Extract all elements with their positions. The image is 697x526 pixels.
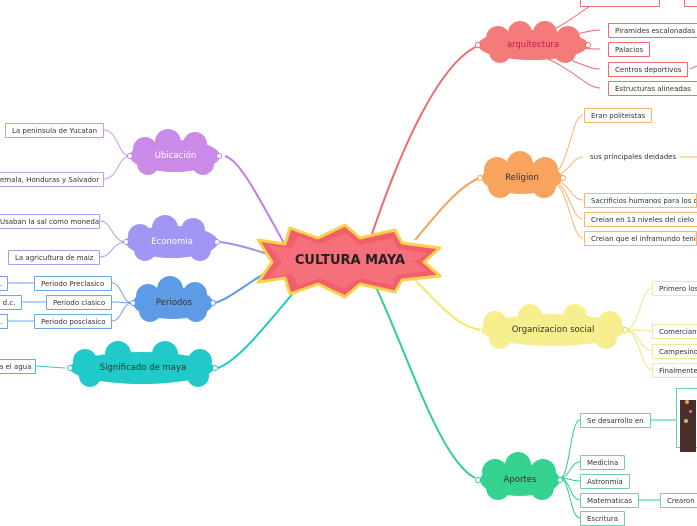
list-item[interactable]: Periodo posclasico (34, 314, 112, 329)
bubble-arquitectura[interactable] (478, 21, 588, 63)
central-node[interactable] (256, 223, 442, 299)
branch-label-ubicacion: Ubicación (154, 151, 197, 161)
image-thumbnail[interactable] (676, 388, 697, 452)
list-item[interactable]: La peninsula de Yucatan (5, 123, 104, 138)
connector-religion (414, 177, 481, 241)
list-item[interactable]: Crearon (660, 493, 697, 508)
list-item[interactable]: Astronmia (580, 474, 630, 489)
connector-significado (217, 284, 301, 369)
branch-label-aportes: Aportes (503, 475, 537, 485)
list-item[interactable]: Comerciant (652, 324, 697, 339)
list-item[interactable]: Estructuras alineadas (608, 81, 697, 96)
bubble-economia[interactable] (126, 215, 218, 261)
branch-label-significado: Significado de maya (99, 363, 187, 373)
connector-aportes (374, 284, 476, 479)
central-title: CULTURA MAYA (294, 253, 406, 268)
connector-arquitectura (369, 44, 481, 241)
leaf-arquitectura-top-a[interactable] (580, 0, 660, 7)
bubble-aportes[interactable] (480, 452, 560, 500)
list-item[interactable]: ja el agua (0, 359, 36, 374)
list-item[interactable]: sus principales deidades (590, 153, 677, 161)
list-item[interactable]: Se desarrollo en (580, 413, 651, 428)
branch-label-periodos: Periodos (155, 298, 193, 308)
list-item[interactable]: emala, Honduras y Salvador (0, 172, 104, 187)
branch-label-organizacion: Organizacion social (511, 325, 595, 335)
list-item[interactable]: Escritura (580, 511, 626, 526)
branch-label-economia: Economia (151, 237, 193, 247)
list-item[interactable]: La agricultura de maiz (8, 250, 100, 265)
list-item[interactable]: Periodo clasico (46, 295, 112, 310)
bubble-organizacion[interactable] (481, 304, 625, 349)
list-item[interactable]: c. (0, 276, 8, 291)
list-item[interactable]: Campesino (652, 344, 697, 359)
list-item[interactable]: Sacrificios humanos para los di (584, 193, 697, 208)
list-item[interactable]: Centros deportivos (608, 62, 689, 77)
list-item[interactable]: Eran politeistas (584, 108, 653, 123)
list-item[interactable]: Matematicas (580, 493, 639, 508)
list-item[interactable]: Primero los (652, 281, 697, 296)
list-item[interactable]: 0 d.c. (0, 295, 22, 310)
bubble-ubicacion[interactable] (130, 129, 220, 175)
connector-ubicacion (224, 155, 286, 246)
list-item[interactable]: Creian en 13 niveles del cielo (584, 212, 697, 227)
list-item[interactable]: Periodo Preclasico (34, 276, 112, 291)
branch-label-arquitectura: arquitectura (506, 40, 560, 50)
list-item[interactable]: Piramides escalonadas (608, 23, 697, 38)
list-item[interactable]: Finalmente (652, 363, 697, 378)
leaf-arquitectura-top-b[interactable] (684, 0, 697, 7)
bubble-periodos[interactable] (133, 276, 213, 322)
list-item[interactable]: Creian que el inframundo tenia (584, 231, 697, 246)
list-item[interactable]: c. (0, 314, 8, 329)
bubble-significado[interactable] (70, 341, 214, 387)
list-item[interactable]: Medicina (580, 455, 626, 470)
branch-label-religion: Religion (505, 173, 539, 183)
list-item[interactable]: Palacios (608, 42, 651, 57)
bubble-religion[interactable] (482, 151, 562, 198)
connector-organizacion (414, 279, 481, 331)
list-item[interactable]: Usaban la sal como moneda (0, 214, 100, 229)
